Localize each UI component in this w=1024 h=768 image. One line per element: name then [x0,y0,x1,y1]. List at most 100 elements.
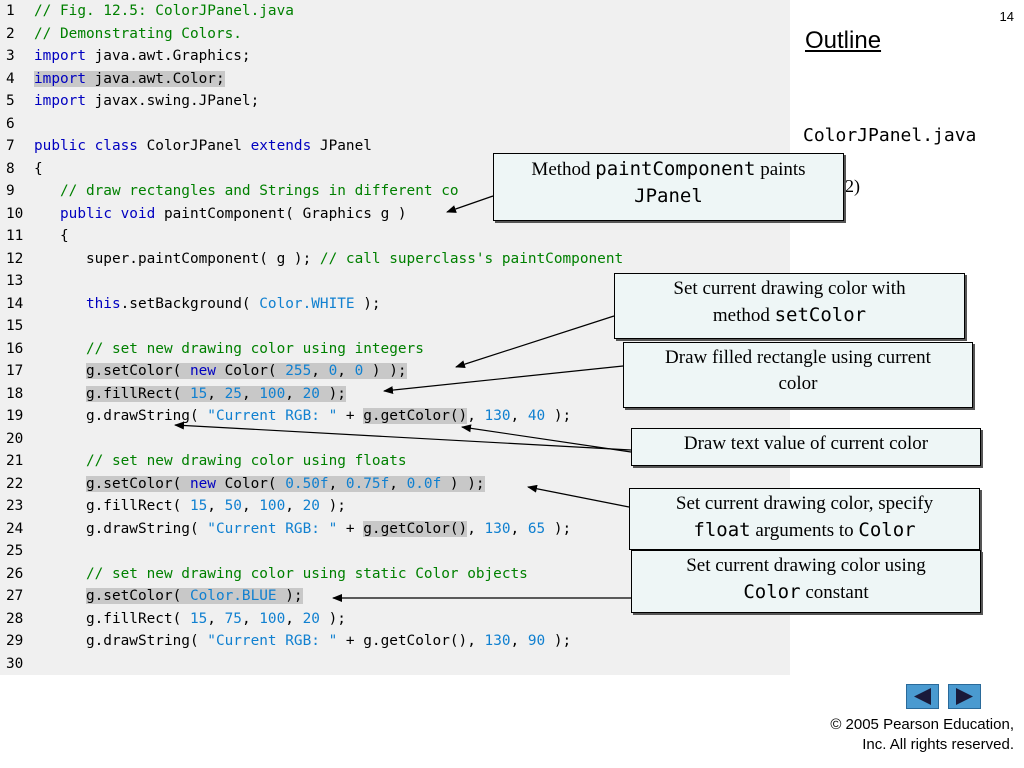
code-token: , [328,475,346,492]
code-token: .setBackground( [120,295,260,312]
code-token: , [241,385,260,402]
code-token: , [510,520,528,537]
callout-text: Set current drawing color, specify [675,493,934,514]
code-text: g.setColor( new Color( 255, 0, 0 ) ); [34,360,407,383]
code-token: ); [545,408,572,424]
line-number: 25 [6,543,24,559]
code-text: // Demonstrating Colors. [34,23,242,46]
code-token: 130 [484,633,511,649]
callout-text: Method [531,159,596,180]
line-number: 6 [6,115,15,132]
code-token: "Current RGB: " [207,633,338,649]
code-token: , [389,475,407,492]
callout-text: color [778,373,818,394]
file-name-label: ColorJPanel.java [803,125,977,146]
callout-code: Color [858,519,916,541]
callout-text: arguments to [750,520,859,541]
code-token: g.fillRect( [85,385,190,402]
code-line: 26 // set new drawing color using static… [0,563,790,586]
code-token: g.drawString( [34,408,208,424]
code-token: + [337,408,364,424]
code-line: 6 [0,113,790,136]
line-number: 15 [6,318,24,334]
next-slide-button[interactable] [948,684,981,709]
callout-text: constant [800,582,869,603]
code-token: import [34,70,86,87]
line-number: 14 [6,295,24,312]
line-number: 20 [6,430,24,447]
callout-text: Draw text value of current color [683,433,929,454]
code-token [34,386,86,402]
code-text: g.setColor( new Color( 0.50f, 0.75f, 0.0… [34,473,485,496]
code-token: 90 [527,633,546,649]
code-token: java.awt.Graphics; [85,48,251,64]
code-line: 28 g.fillRect( 15, 75, 100, 20 ); [0,608,790,631]
page-number: 14 [999,9,1014,24]
code-token: ); [354,295,381,312]
code-token: ); [319,498,346,514]
code-token: , [311,363,329,379]
line-number: 1 [6,3,15,19]
code-line: 15 [0,315,790,338]
code-token: , [510,633,528,649]
code-text: import java.awt.Color; [34,68,225,91]
code-token: + g.getColor(), [337,633,485,649]
code-text: g.fillRect( 15, 25, 100, 20 ); [34,383,346,406]
code-line: 10 public void paintComponent( Graphics … [0,203,790,226]
code-token: ) ); [441,475,485,492]
code-token: import [34,48,86,64]
copyright-line: © 2005 Pearson Education, [830,716,1014,733]
code-token: java.awt.Color; [85,70,225,87]
code-token: 65 [527,520,546,537]
code-line: 14 this.setBackground( Color.WHITE ); [0,293,790,316]
code-token: // Fig. 12.5: ColorJPanel.java [34,3,294,19]
line-number: 29 [6,633,24,649]
code-token: 0.75f [345,475,390,492]
code-line: 9 // draw rectangles and Strings in diff… [0,180,790,203]
outline-link[interactable]: Outline [805,27,882,54]
callout-set-color: Set current drawing color with method se… [614,273,965,339]
code-line: 23 g.fillRect( 15, 50, 100, 20 ); [0,495,790,518]
code-line: 25 [0,540,790,563]
line-number: 2 [6,25,15,42]
copyright-line: Inc. All rights reserved. [862,736,1014,753]
line-number: 7 [6,138,15,154]
code-text: import javax.swing.JPanel; [34,90,259,113]
callout-code: paintComponent [595,158,756,180]
code-token: 255 [285,363,312,379]
code-text: g.fillRect( 15, 75, 100, 20 ); [34,608,346,631]
line-number: 27 [6,588,24,604]
callout-text: Set current drawing color with [673,278,906,299]
code-token: ); [276,588,303,604]
code-token: Color( [215,363,286,379]
code-text: g.drawString( "Current RGB: " + g.getCol… [34,405,571,428]
line-number: 24 [6,520,24,537]
code-token: Color.WHITE [259,295,355,312]
callout-code: Color [743,581,801,603]
code-token: , [285,610,303,627]
code-token: public class [34,138,138,154]
code-line: 8{ [0,158,790,181]
code-text: g.fillRect( 15, 50, 100, 20 ); [34,495,346,518]
code-token: JPanel [311,138,372,154]
line-number: 13 [6,273,24,289]
code-token: 0.0f [406,475,442,492]
code-text: { [34,225,69,248]
line-number: 30 [6,655,24,672]
code-line: 24 g.drawString( "Current RGB: " + g.get… [0,518,790,541]
code-token: , [467,408,485,424]
previous-slide-button[interactable] [906,684,939,709]
callout-fill-rect: Draw filled rectangle using current colo… [623,342,973,408]
code-text: g.drawString( "Current RGB: " + g.getCol… [34,630,571,653]
code-text: { [34,158,43,181]
code-token: g.fillRect( [34,498,190,514]
callout-text: method [712,305,775,326]
code-token: 20 [302,610,320,627]
code-token: extends [250,138,312,154]
code-token: 0.50f [285,475,329,492]
line-number: 19 [6,408,24,424]
triangle-right-icon [956,688,973,705]
code-token: 0 [328,363,338,379]
code-token: g.setColor( [85,363,190,379]
